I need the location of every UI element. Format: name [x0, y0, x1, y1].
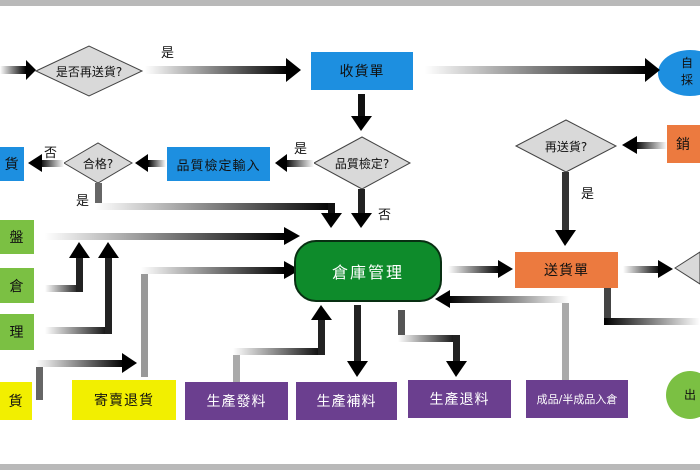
sales-node[interactable]: 銷 [667, 125, 700, 163]
diamond-resend-right [514, 119, 618, 173]
delivery-node[interactable]: 送貨單 [515, 252, 618, 288]
arrow-issue-up [233, 348, 240, 383]
arrowhead-in-left [26, 60, 36, 80]
arrowhead-receipt-to-auto [645, 58, 660, 82]
edge-label-yes-qc: 是 [294, 142, 308, 157]
arrowhead-wh-left [69, 242, 90, 258]
green-ellipse-node [666, 371, 700, 419]
return-goods-node[interactable]: 貨 [0, 382, 32, 420]
arrow-return-right [36, 360, 124, 367]
arrowhead-input-left [135, 154, 148, 172]
arrow-to-return-drop [453, 335, 460, 363]
receipt-node[interactable]: 收貨單 [311, 52, 413, 90]
arrow-to-supply [354, 305, 361, 363]
arrow-right-return-h [604, 318, 700, 325]
diamond-label-resend-right: 再送貨? [544, 139, 588, 154]
arrowhead-issue [311, 305, 332, 320]
arrow-manage-h [45, 327, 112, 334]
arrow-to-return-v [398, 310, 405, 342]
arrow-wh-left-v [76, 255, 83, 292]
arrow-issue-rise [318, 318, 325, 355]
edge-label-yes-resend: 是 [581, 187, 595, 202]
arrow-in-left [0, 66, 26, 74]
arrow-right-return-v [604, 288, 611, 325]
arrowhead-wh-to-delivery [498, 260, 513, 278]
arrow-delivery-right [623, 266, 661, 273]
arrow-consign-right [141, 267, 285, 274]
arrow-qc-no-down [358, 189, 365, 215]
arrowhead-pass-yes [321, 213, 342, 228]
arrowhead-manage [98, 242, 119, 258]
consign-return-node[interactable]: 寄賣退貨 [72, 380, 176, 420]
arrowhead-delivery-right [658, 260, 673, 278]
arrow-finished-up [562, 296, 569, 380]
arrow-return-up [36, 360, 43, 400]
arrow-resend-yes-down [562, 172, 569, 232]
arrowhead-inventory [284, 227, 300, 245]
arrow-sales-left [635, 142, 667, 149]
arrowhead-qc-no [351, 213, 372, 228]
arrow-pass-no [40, 160, 64, 167]
arrow-finished-left [448, 296, 569, 303]
prod-issue-node[interactable]: 生產發料 [185, 382, 288, 420]
arrow-consign-up [141, 267, 148, 377]
arrow-input-left [148, 160, 166, 167]
arrowhead-yes-to-receipt [286, 58, 301, 82]
arrow-pass-yes-drop [328, 203, 335, 215]
auto-purchase-label: 自 採 [681, 56, 694, 87]
diamond-right-partial [674, 251, 700, 285]
arrow-pass-yes-down [95, 183, 102, 209]
prod-supply-node[interactable]: 生產補料 [296, 382, 397, 420]
warehouse-left-node[interactable]: 倉 [0, 268, 34, 303]
edge-label-no-left: 否 [44, 146, 58, 161]
inventory-node[interactable]: 盤 [0, 220, 34, 254]
diamond-quality-check [312, 136, 412, 190]
arrow-receipt-down [358, 94, 365, 118]
arrowhead-qc-left [275, 154, 287, 172]
arrow-wh-left-h [45, 285, 83, 292]
arrow-receipt-to-auto [425, 66, 647, 74]
diamond-label-resend-left: 是否再送貨? [55, 64, 123, 79]
arrow-qc-left [285, 160, 314, 167]
auto-purchase-node [658, 50, 700, 96]
arrowhead-pass-no [28, 154, 42, 172]
arrowhead-resend-yes [555, 230, 576, 246]
arrow-manage-v [105, 255, 112, 334]
arrowhead-to-return [446, 361, 467, 377]
left-blue-partial-node[interactable]: 貨 [0, 147, 24, 181]
arrowhead-consign [284, 261, 300, 279]
arrowhead-receipt-down [351, 116, 372, 131]
diamond-label-pass: 合格? [82, 156, 114, 171]
manage-left-node[interactable]: 理 [0, 314, 34, 350]
green-ellipse-label: 出 [684, 388, 697, 402]
arrow-pass-yes-right [95, 203, 335, 210]
warehouse-mgmt-node[interactable]: 倉庫管理 [294, 240, 442, 302]
diamond-pass [63, 142, 133, 184]
qc-input-node[interactable]: 品質檢定輸入 [167, 147, 270, 181]
arrow-yes-to-receipt [145, 66, 288, 74]
arrow-inventory-right [45, 233, 285, 240]
arrow-wh-to-delivery [448, 266, 500, 273]
finished-in-node[interactable]: 成品/半成品入倉 [526, 380, 628, 418]
diamond-resend-left [34, 45, 144, 97]
edge-label-no-qc: 否 [378, 208, 392, 223]
arrowhead-to-supply [347, 361, 368, 377]
arrow-to-return-h [398, 335, 460, 342]
prod-return-node[interactable]: 生產退料 [408, 380, 511, 418]
diamond-label-quality-check: 品質檢定? [334, 156, 390, 171]
arrow-issue-right [233, 348, 325, 355]
arrowhead-sales-left [622, 136, 637, 154]
arrowhead-finished [435, 290, 450, 308]
arrowhead-return [122, 353, 137, 373]
edge-label-yes-pass: 是 [76, 194, 90, 209]
edge-label-yes-top: 是 [161, 46, 175, 61]
